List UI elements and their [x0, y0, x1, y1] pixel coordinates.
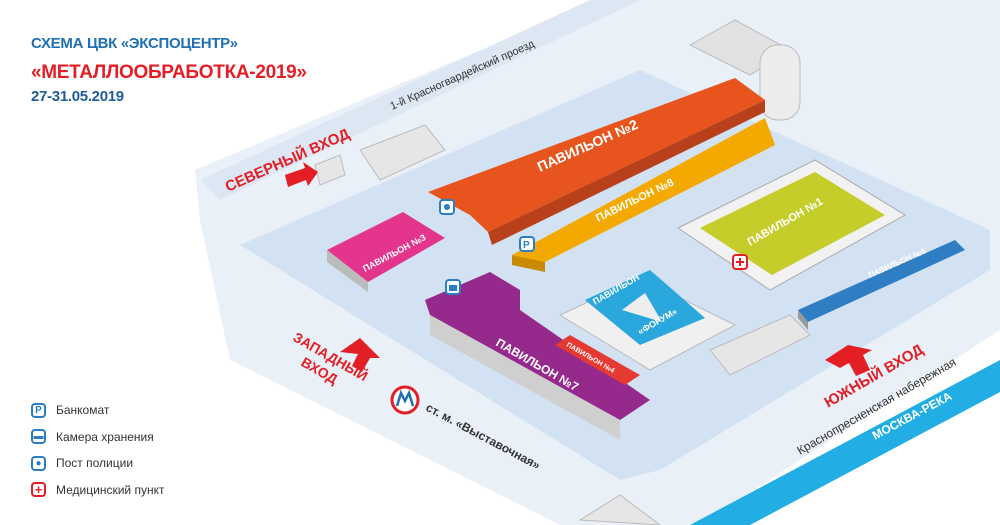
- pavilion-2-side: [488, 100, 765, 245]
- police-icon: ●: [31, 455, 46, 471]
- luggage-storage-icon: ▬: [31, 429, 46, 445]
- legend-label: Медицинский пункт: [56, 482, 165, 497]
- pavilion-7[interactable]: [425, 272, 650, 420]
- pavilion-8-side: [512, 255, 545, 272]
- forum-pyramid-icon: [622, 293, 662, 322]
- metro-icon: [390, 385, 420, 415]
- police-icon: [439, 199, 455, 215]
- pavilion-4[interactable]: [555, 335, 640, 385]
- north-road: [200, 0, 640, 200]
- legend-item-atm: P Банкомат: [31, 397, 164, 424]
- legend-item-luggage: ▬ Камера хранения: [31, 424, 164, 451]
- building: [709, 314, 811, 376]
- building: [314, 154, 346, 186]
- pavilion-1[interactable]: [700, 172, 885, 275]
- luggage-storage-icon: [445, 279, 461, 295]
- west-entrance-arrow: [340, 338, 380, 372]
- pavilion-3-side: [327, 250, 368, 292]
- building: [359, 124, 446, 181]
- svg-text:P: P: [523, 240, 530, 251]
- pavilion-3[interactable]: [327, 212, 445, 282]
- north-entrance-arrow: [285, 162, 318, 187]
- legend: P Банкомат ▬ Камера хранения ● Пост полиции…: [31, 397, 164, 503]
- atm-icon: P: [519, 236, 535, 252]
- south-entrance-arrow: [825, 345, 872, 376]
- pavilion-5-side: [798, 310, 808, 330]
- building: [578, 494, 661, 525]
- legend-label: Банкомат: [56, 403, 110, 418]
- pavilion-7-side: [430, 315, 620, 440]
- event-title: «МЕТАЛЛООБРАБОТКА-2019»: [31, 62, 307, 83]
- map-title: СХЕМА ЦВК «ЭКСПОЦЕНТР»: [31, 35, 238, 52]
- pavilion-2[interactable]: [428, 78, 765, 232]
- atm-icon: P: [31, 402, 46, 418]
- medical-icon: +: [31, 482, 46, 498]
- pavilion-8[interactable]: [512, 118, 775, 262]
- legend-label: Пост полиции: [56, 456, 134, 471]
- tower: [759, 44, 801, 121]
- moscow-river: [690, 360, 1000, 525]
- legend-label: Камера хранения: [56, 429, 154, 444]
- medical-icon: [732, 254, 748, 270]
- pavilion-5[interactable]: [798, 240, 965, 322]
- event-dates: 27-31.05.2019: [31, 88, 124, 105]
- legend-item-medical: + Медицинский пункт: [31, 477, 164, 504]
- legend-item-police: ● Пост полиции: [31, 450, 164, 477]
